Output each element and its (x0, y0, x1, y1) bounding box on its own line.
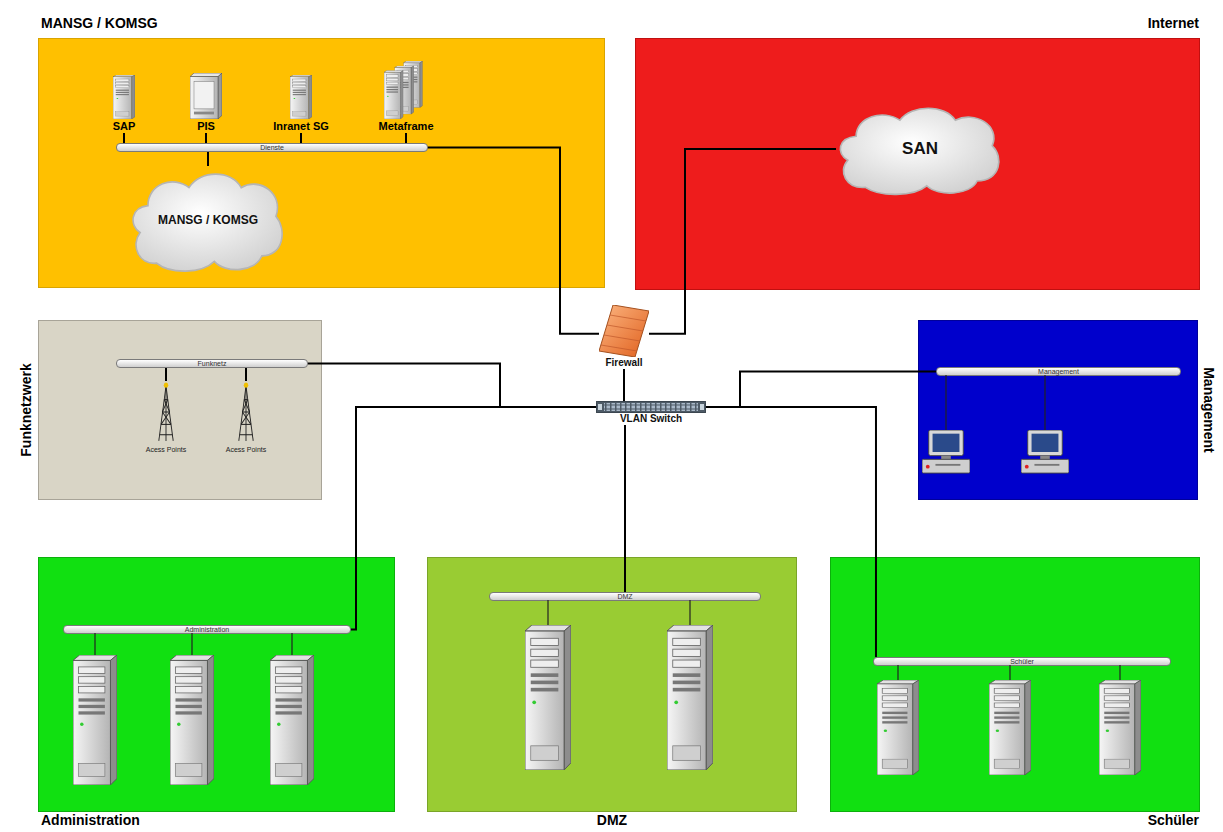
zone-heading: Funknetzwerk (18, 363, 34, 456)
node-label: SAN (902, 139, 938, 159)
node-label: Firewall (605, 357, 642, 369)
node-label: Metaframe (378, 120, 433, 133)
zone-heading: DMZ (597, 812, 627, 828)
drop-wire (95, 375, 1120, 680)
node-label: SAP (113, 120, 136, 133)
bus-label: Schüler (874, 658, 1170, 665)
network-link (245, 368, 247, 381)
network-link (706, 372, 936, 408)
pc-icon (922, 430, 1069, 473)
srv-icon (113, 75, 135, 119)
network-link (300, 133, 302, 143)
zone-panel: Dienste SAP PIS Inranet SG MetaframeMANSG / … (38, 38, 605, 288)
zone-heading: Schüler (1148, 812, 1199, 828)
node-label: Acess Points (226, 445, 266, 454)
zone-heading: Internet (1148, 15, 1199, 31)
network-bus: Schüler (873, 657, 1171, 666)
network-link (706, 407, 876, 657)
server-node: Inranet SG (271, 75, 331, 133)
ap-icon (157, 381, 175, 443)
ap-icon (237, 381, 255, 443)
node-label: Inranet SG (273, 120, 329, 133)
node-label: VLAN Switch (620, 413, 682, 425)
network-link (205, 133, 207, 143)
pis-icon (190, 73, 222, 119)
network-bus: Funknetz (116, 359, 308, 368)
zone-panel: FunknetzAcess PointsAcess PointsFunknetz… (38, 320, 322, 500)
network-link (649, 149, 836, 334)
network-link (351, 407, 596, 630)
network-link (165, 368, 167, 381)
server-node: Metaframe (376, 61, 436, 133)
network-bus: DMZ (489, 592, 761, 601)
zone-heading: MANSG / KOMSG (41, 15, 158, 31)
access-point: Acess Points (224, 381, 269, 454)
zone-panel: AdministrationAdministration (38, 557, 395, 812)
bus-label: Administration (64, 626, 350, 633)
network-bus: Dienste (116, 143, 428, 152)
bus-label: Management (937, 368, 1180, 375)
srv-icon (290, 75, 312, 119)
zone-heading: Management (1201, 367, 1217, 453)
network-bus: Management (936, 367, 1181, 376)
server-icon (73, 625, 1141, 785)
network-link (623, 369, 625, 401)
network-cloud: SAN (836, 101, 1004, 197)
zone-panel: ManagementManagement (918, 320, 1198, 500)
network-link (123, 133, 125, 143)
fw-icon (599, 305, 649, 357)
bus-label: DMZ (490, 593, 760, 600)
sw-icon (596, 401, 706, 413)
switch-node: VLAN Switch (596, 401, 706, 425)
zone-panel: SANInternet (635, 38, 1200, 290)
network-cloud: MANSG / KOMSG (129, 166, 287, 274)
network-link (428, 148, 599, 334)
network-link (308, 364, 596, 408)
node-label: PIS (197, 120, 215, 133)
bus-label: Funknetz (117, 360, 307, 367)
network-bus: Administration (63, 625, 351, 634)
server-node: SAP (111, 75, 138, 133)
node-label: Acess Points (146, 445, 186, 454)
zone-panel: SchülerSchüler (830, 557, 1200, 812)
node-label: MANSG / KOMSG (158, 213, 258, 227)
network-link (624, 425, 626, 592)
network-link (405, 133, 407, 143)
zone-heading: Administration (41, 812, 140, 828)
bus-label: Dienste (117, 144, 427, 151)
zone-panel: DMZDMZ (427, 557, 797, 812)
firewall-node: Firewall (599, 305, 649, 369)
access-point: Acess Points (144, 381, 189, 454)
server-node: PIS (190, 73, 222, 133)
network-link (207, 152, 209, 166)
srv3-icon (384, 61, 428, 119)
